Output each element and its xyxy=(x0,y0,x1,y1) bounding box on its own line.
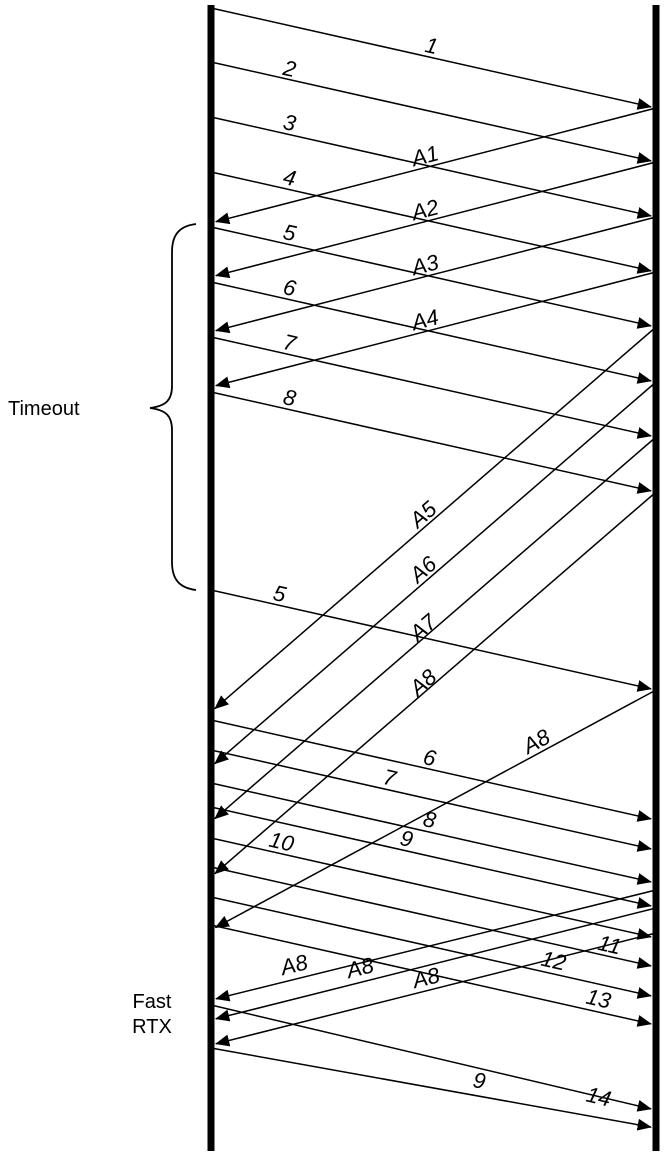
arrow-label-pkt-2: 2 xyxy=(280,55,298,82)
arrow-label-fast-rtx-9: 9 xyxy=(471,1067,487,1094)
arrow-pkt-2: 2 xyxy=(210,55,652,164)
arrow-pkt-8: 8 xyxy=(210,384,652,494)
arrow-shaft-pkt-7b xyxy=(210,749,652,852)
arrow-shaft-dup-ack-8a xyxy=(215,889,657,1002)
arrow-shaft-dup-ack-8b xyxy=(215,907,657,1022)
arrow-shaft-pkt-9 xyxy=(210,806,652,909)
arrow-shaft-fast-rtx-9 xyxy=(210,1047,652,1131)
arrow-shaft-pkt-11 xyxy=(210,866,652,969)
arrow-label-pkt-8: 8 xyxy=(281,384,299,411)
arrow-label-pkt-6b: 6 xyxy=(421,744,439,771)
arrow-label-pkt-1: 1 xyxy=(423,32,440,59)
arrow-shaft-rtx-5 xyxy=(210,589,652,692)
fast-rtx-label-line1: Fast xyxy=(133,991,172,1013)
arrow-shaft-ack-7 xyxy=(214,436,657,820)
arrow-label-pkt-9: 9 xyxy=(398,825,415,852)
arrow-pkt-9: 9 xyxy=(210,806,652,909)
arrow-shaft-ack-4 xyxy=(215,271,657,389)
arrow-pkt-4: 4 xyxy=(210,164,652,274)
arrow-label-ack-8: A8 xyxy=(403,664,442,702)
arrow-label-pkt-7b: 7 xyxy=(381,764,399,791)
arrow-shaft-dup-ack-8c xyxy=(215,932,657,1047)
arrow-shaft-ack-8-rtx xyxy=(214,689,657,929)
arrow-label-pkt-8b: 8 xyxy=(421,806,439,833)
arrow-shaft-pkt-14 xyxy=(210,1004,652,1112)
arrow-shaft-pkt-13 xyxy=(210,924,652,1027)
arrow-label-ack-2: A2 xyxy=(407,194,441,225)
arrow-label-pkt-6: 6 xyxy=(281,274,299,301)
arrow-label-pkt-5: 5 xyxy=(281,219,299,246)
arrow-shaft-ack-3 xyxy=(215,216,657,334)
arrow-shaft-pkt-2 xyxy=(210,61,652,164)
arrows-layer: 12345678A1A2A3A4A5A6A7A85A8678910111213A… xyxy=(210,7,657,1131)
arrow-shaft-ack-8 xyxy=(214,491,657,875)
arrow-ack-5: A5 xyxy=(214,326,657,710)
arrow-shaft-pkt-7 xyxy=(210,336,652,439)
arrow-shaft-pkt-5 xyxy=(210,226,652,329)
arrow-label-rtx-5: 5 xyxy=(271,580,289,607)
arrow-label-dup-ack-8c: A8 xyxy=(408,962,443,993)
arrow-fast-rtx-9: 9 xyxy=(210,1047,652,1131)
arrow-shaft-ack-1 xyxy=(215,107,657,225)
arrow-shaft-pkt-4 xyxy=(210,171,652,274)
arrow-label-pkt-4: 4 xyxy=(281,164,298,191)
arrow-ack-4: A4 xyxy=(215,271,657,389)
arrow-dup-ack-8a: A8 xyxy=(215,889,657,1002)
arrow-label-pkt-3: 3 xyxy=(281,109,299,136)
arrow-shaft-pkt-1 xyxy=(210,7,652,110)
arrow-shaft-pkt-6 xyxy=(210,281,652,384)
arrow-label-ack-3: A3 xyxy=(407,249,442,281)
arrow-shaft-pkt-10 xyxy=(210,837,652,940)
arrow-label-ack-8-rtx: A8 xyxy=(517,724,555,760)
arrow-ack-6: A6 xyxy=(214,381,657,765)
arrow-label-pkt-7: 7 xyxy=(281,329,299,356)
arrow-label-pkt-14: 14 xyxy=(584,1082,614,1112)
timeout-label: Timeout xyxy=(8,398,80,420)
arrow-label-ack-6: A6 xyxy=(403,551,442,589)
fast-rtx-label-line2: RTX xyxy=(132,1016,172,1038)
arrow-shaft-pkt-8 xyxy=(210,391,652,494)
arrow-pkt-6b: 6 xyxy=(210,719,652,822)
arrow-shaft-pkt-8b xyxy=(210,782,652,885)
arrow-shaft-pkt-6b xyxy=(210,719,652,822)
arrow-pkt-1: 1 xyxy=(210,7,652,110)
arrow-shaft-ack-5 xyxy=(214,326,657,710)
receiver-timeline xyxy=(652,5,660,1151)
arrow-pkt-14: 14 xyxy=(210,1004,652,1112)
arrow-label-ack-4: A4 xyxy=(407,304,441,335)
arrow-pkt-7: 7 xyxy=(210,329,652,439)
arrow-dup-ack-8c: A8 xyxy=(215,932,657,1047)
arrow-shaft-pkt-12 xyxy=(210,896,652,999)
timeout-brace xyxy=(149,223,197,591)
arrow-shaft-ack-6 xyxy=(214,381,657,765)
arrow-shaft-ack-2 xyxy=(215,161,657,279)
sender-timeline xyxy=(207,5,215,1151)
arrow-ack-7: A7 xyxy=(214,436,657,820)
arrow-label-ack-5: A5 xyxy=(403,496,442,534)
arrow-pkt-12: 12 xyxy=(210,896,652,999)
